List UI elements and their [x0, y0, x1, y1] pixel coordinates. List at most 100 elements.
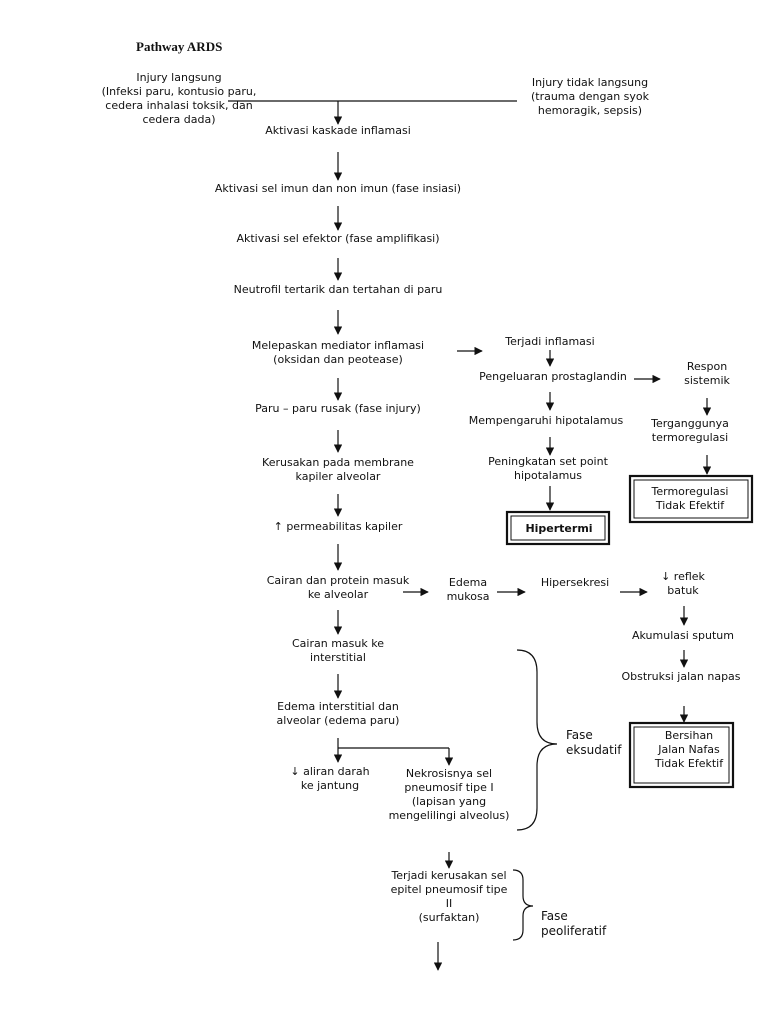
label-line: eksudatif: [566, 743, 622, 757]
label-line: (surfaktan): [419, 911, 480, 924]
label-line: Edema: [449, 576, 487, 589]
label-line: Fase: [541, 909, 568, 923]
node-injury-indirect: Injury tidak langsung(trauma dengan syok…: [531, 76, 650, 117]
label-line: Terganggunya: [650, 417, 729, 430]
label-line: Aktivasi sel efektor (fase amplifikasi): [236, 232, 439, 245]
label-line: Paru – paru rusak (fase injury): [255, 402, 421, 415]
label-line: hemoragik, sepsis): [538, 104, 642, 117]
label-line: (trauma dengan syok: [531, 90, 650, 103]
hipertermi-box-inner: [510, 515, 606, 541]
label-line: termoregulasi: [652, 431, 728, 444]
node-immune-activation: Aktivasi sel imun dan non imun (fase ins…: [215, 182, 461, 195]
node-hypersecretion: Hipersekresi: [541, 576, 609, 589]
node-effector-activation: Aktivasi sel efektor (fase amplifikasi): [236, 232, 439, 245]
label-line: interstitial: [310, 651, 366, 664]
label-line: ↓ aliran darah: [290, 765, 369, 778]
label-line: Injury tidak langsung: [532, 76, 648, 89]
label-line: Nekrosisnya sel: [406, 767, 492, 780]
diagram-title: Pathway ARDS: [136, 39, 222, 54]
label-line: Hipertermi: [525, 522, 592, 535]
label-line: Aktivasi kaskade inflamasi: [265, 124, 411, 137]
airway-box-inner: [633, 726, 730, 784]
label-line: pneumosif tipe I: [404, 781, 493, 794]
label-line: Hipersekresi: [541, 576, 609, 589]
label-line: alveolar (edema paru): [277, 714, 400, 727]
label-line: Obstruksi jalan napas: [621, 670, 740, 683]
label-line: Mempengaruhi hipotalamus: [469, 414, 624, 427]
label-line: hipotalamus: [514, 469, 582, 482]
label-line: Edema interstitial dan: [277, 700, 399, 713]
label-line: batuk: [667, 584, 699, 597]
node-injury-direct: Injury langsung(Infeksi paru, kontusio p…: [102, 71, 257, 126]
airway-box-outer: [628, 721, 735, 789]
node-hipertermi: Hipertermi: [525, 522, 592, 535]
label-line: Cairan dan protein masuk: [267, 574, 410, 587]
node-prostaglandin: Pengeluaran prostaglandin: [479, 370, 627, 383]
thermo-box-outer: [628, 474, 754, 524]
node-cascade: Aktivasi kaskade inflamasi: [265, 124, 411, 137]
label-line: ↑ permeabilitas kapiler: [274, 520, 403, 533]
node-mediator: Melepaskan mediator inflamasi(oksidan da…: [252, 339, 424, 366]
label-line: Respon: [687, 360, 727, 373]
node-hypothalamus: Mempengaruhi hipotalamus: [469, 414, 624, 427]
node-sputum: Akumulasi sputum: [632, 629, 734, 642]
label-line: epitel pneumosif tipe: [391, 883, 508, 896]
phase-proliferative-brace: [512, 869, 534, 941]
label-line: Termoregulasi: [651, 485, 729, 498]
label-line: Pengeluaran prostaglandin: [479, 370, 627, 383]
label-line: cedera inhalasi toksik, dan: [105, 99, 252, 112]
node-obstruction: Obstruksi jalan napas: [621, 670, 740, 683]
label-line: (Infeksi paru, kontusio paru,: [102, 85, 257, 98]
label-line: cedera dada): [142, 113, 215, 126]
label-line: (oksidan dan peotease): [273, 353, 403, 366]
label-line: peoliferatif: [541, 924, 607, 938]
label-line: Tidak Efektif: [655, 499, 725, 512]
label-line: II: [446, 897, 453, 910]
node-lung-damage: Paru – paru rusak (fase injury): [255, 402, 421, 415]
label-line: ↓ reflek: [661, 570, 705, 583]
label-line: ke alveolar: [308, 588, 369, 601]
label-line: Terjadi kerusakan sel: [390, 869, 506, 882]
label-line: Melepaskan mediator inflamasi: [252, 339, 424, 352]
label-line: mengelilingi alveolus): [389, 809, 510, 822]
label-line: ke jantung: [301, 779, 359, 792]
label-line: Fase: [566, 728, 593, 742]
label-line: Neutrofil tertarik dan tertahan di paru: [234, 283, 443, 296]
label-line: Cairan masuk ke: [292, 637, 384, 650]
label-line: Tidak Efektif: [654, 757, 724, 770]
phase-exudative-brace: [516, 649, 558, 831]
label-line: Kerusakan pada membrane: [262, 456, 414, 469]
label-line: Terjadi inflamasi: [504, 335, 594, 348]
label-line: Jalan Nafas: [657, 743, 720, 756]
node-neutrophil: Neutrofil tertarik dan tertahan di paru: [234, 283, 443, 296]
label-line: sistemik: [684, 374, 730, 387]
label-line: kapiler alveolar: [296, 470, 381, 483]
label-line: Akumulasi sputum: [632, 629, 734, 642]
thermo-box-inner: [633, 479, 749, 519]
node-permeability: ↑ permeabilitas kapiler: [274, 520, 403, 533]
label-line: mukosa: [447, 590, 490, 603]
label-line: Peningkatan set point: [488, 455, 608, 468]
label-line: Injury langsung: [136, 71, 221, 84]
label-line: Aktivasi sel imun dan non imun (fase ins…: [215, 182, 461, 195]
label-line: (lapisan yang: [412, 795, 486, 808]
hipertermi-box-outer: [505, 510, 611, 546]
